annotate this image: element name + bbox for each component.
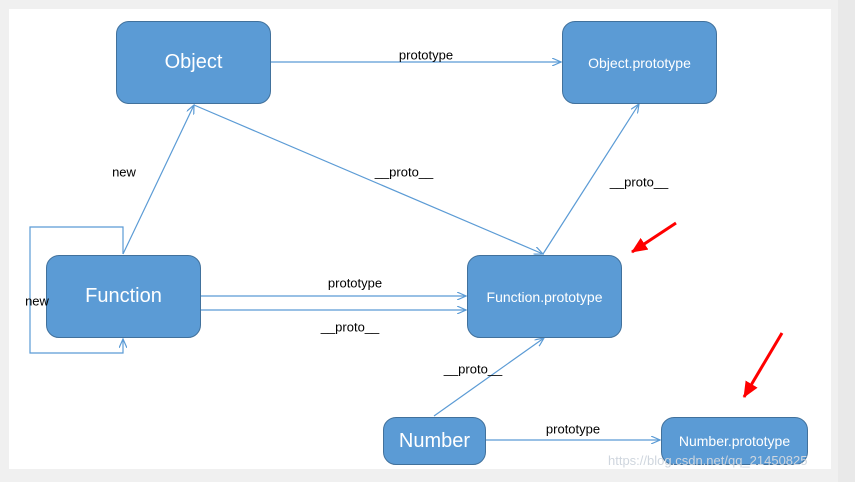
label-number-to-function-prototype: __proto__: [443, 361, 503, 377]
edge-function-self-loop: [29, 226, 123, 354]
canvas-edge: [838, 0, 855, 482]
edge-function-to-object: [122, 105, 194, 255]
label-object-to-function-prototype: __proto__: [374, 164, 434, 180]
edge-number-to-function-prototype: [433, 338, 544, 417]
node-number: Number: [383, 417, 486, 465]
node-number-prototype: Number.prototype: [661, 417, 808, 465]
node-function: Function: [46, 255, 201, 338]
label-function-self-loop: new: [25, 293, 49, 309]
label-function-to-object: new: [112, 164, 136, 180]
label-number-to-number-prototype: prototype: [545, 421, 601, 437]
label-object-to-object-prototype: prototype: [398, 47, 454, 63]
highlight-arrow-function-prototype: [631, 221, 677, 254]
edge-object-to-function-prototype: [193, 104, 543, 254]
label-function-to-function-prototype: prototype: [327, 275, 383, 291]
label-function-prototype-to-object-prototype: __proto__: [609, 174, 669, 190]
node-object: Object: [116, 21, 271, 104]
watermark: https://blog.csdn.net/qq_21450825: [608, 453, 808, 468]
highlight-arrow-number-prototype: [742, 332, 784, 398]
node-function-prototype: Function.prototype: [467, 255, 622, 338]
label-function-proto-to-function-prototype: __proto__: [320, 319, 380, 335]
node-object-prototype: Object.prototype: [562, 21, 717, 104]
edge-function-prototype-to-object-prototype: [542, 104, 639, 255]
